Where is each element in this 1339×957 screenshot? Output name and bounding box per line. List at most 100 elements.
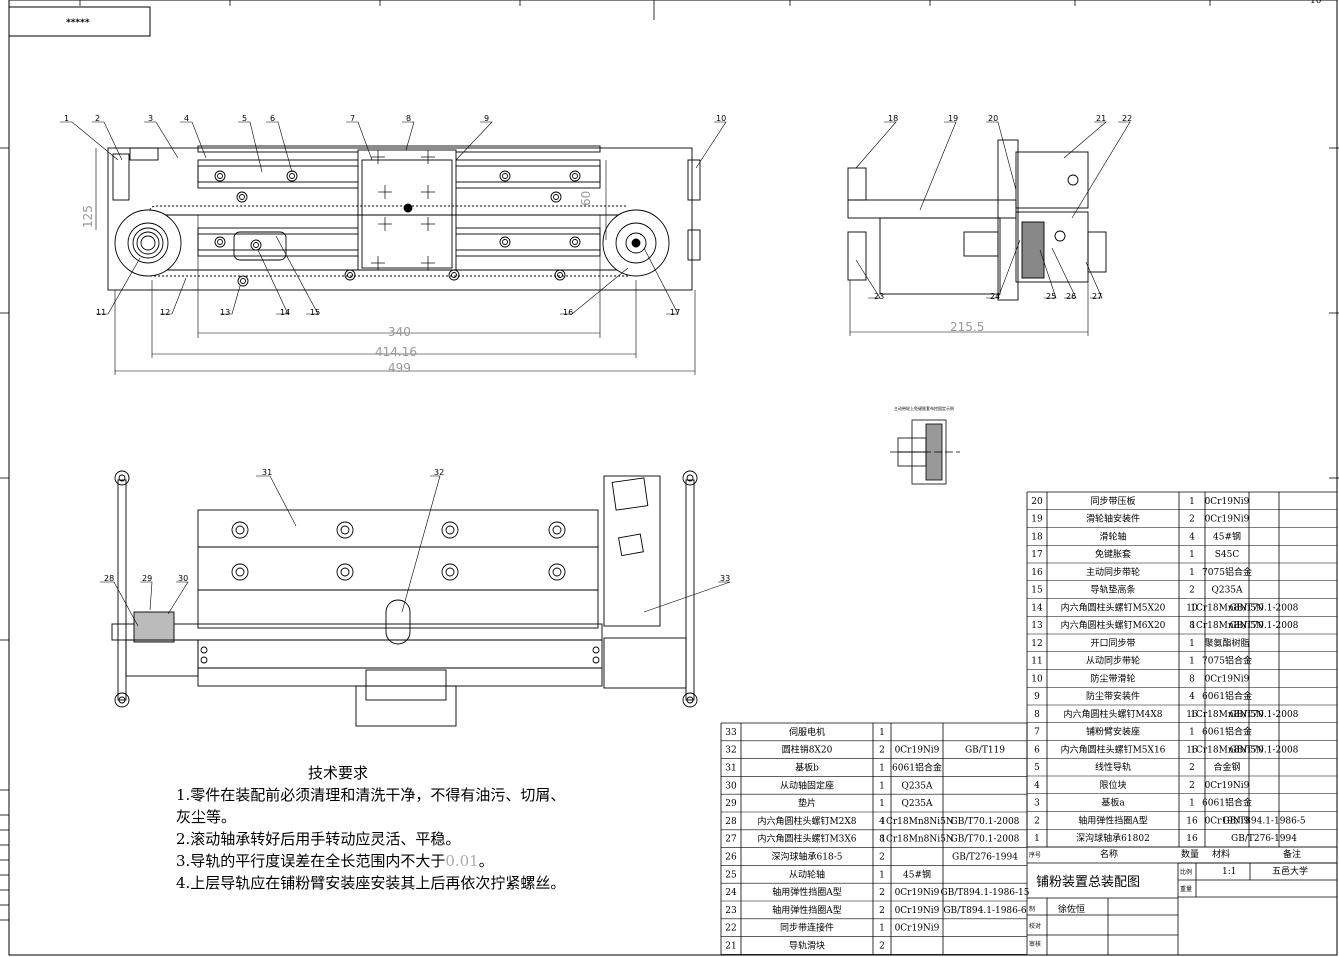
bom-left-cell: 基板b <box>795 762 819 774</box>
bom-right-cell: 19 <box>1031 515 1043 525</box>
title-block <box>1027 846 1337 955</box>
bom-right-cell: 2 <box>1189 515 1195 525</box>
bom-right-cell: 17 <box>1031 550 1043 560</box>
requirement-line-4-end: 。 <box>478 852 494 870</box>
bom-right-cell: 10 <box>1186 603 1198 613</box>
dim-414: 414.16 <box>375 345 417 359</box>
requirements-title: 技术要求 <box>308 764 369 782</box>
bom-left-cell: 2 <box>879 853 885 863</box>
callout-23: 23 <box>874 292 884 301</box>
bom-left-cell: 导轨滑块 <box>789 940 825 952</box>
bom-left-cell: 31 <box>725 764 736 774</box>
bom-right-cell: 15 <box>1031 586 1043 596</box>
bom-left-cell: Q235A <box>901 781 933 791</box>
header-mat: 材料 <box>1212 848 1230 860</box>
callout-11: 11 <box>96 308 106 317</box>
callout-10: 10 <box>716 114 726 123</box>
stamp-box: ***** <box>8 6 151 37</box>
bom-left-cell: 6061铝合金 <box>892 762 942 774</box>
bom-left-cell: GB/T894.1-1986-6 <box>943 906 1027 916</box>
bom-left-cell: 从动轴固定座 <box>780 779 834 791</box>
bom-left-cell: GB/T70.1-2008 <box>951 817 1020 827</box>
bom-left-cell: 轴用弹性挡圈A型 <box>772 886 842 898</box>
bom-left-cell: GB/T119 <box>965 746 1005 756</box>
bom-left-cell: 从动轮轴 <box>789 868 825 880</box>
bom-right-cell: 1Cr18Mn8Ni5N <box>1190 745 1264 755</box>
tolerance-value: 0.01 <box>445 852 479 870</box>
callout-33: 33 <box>720 574 730 583</box>
callout-15: 15 <box>310 308 320 317</box>
bom-right-cell: 1 <box>1189 728 1195 738</box>
bom-right-cell: 导轨垫高条 <box>1090 584 1135 596</box>
header-name: 名称 <box>1100 848 1118 860</box>
designer-name: 徐佐恒 <box>1058 903 1085 915</box>
callout-20: 20 <box>988 114 998 123</box>
callout-12: 12 <box>160 308 170 317</box>
bom-left-cell: 0Cr19Ni9 <box>895 906 940 916</box>
bom-right-cell: 0Cr19Ni9 <box>1205 816 1250 826</box>
bom-right-cell: 45#钢 <box>1213 530 1241 542</box>
bom-right-cell: 6061铝合金 <box>1202 690 1252 702</box>
bom-left-cell: 23 <box>725 906 737 916</box>
callout-30: 30 <box>178 574 188 583</box>
dim-340: 340 <box>388 325 411 339</box>
check-label: 校对 <box>1029 922 1041 930</box>
bom-right-cell: 16 <box>1186 834 1198 844</box>
bom-right-cell: 16 <box>1186 745 1198 755</box>
bom-right-cell: 滑轮轴安装件 <box>1086 513 1140 525</box>
bom-right-cell: 基板a <box>1101 797 1125 809</box>
bom-left-cell: 1 <box>879 764 885 774</box>
callout-17: 17 <box>670 308 680 317</box>
bom-right-cell: 滑轮轴 <box>1099 530 1126 542</box>
requirement-line-4-text: 3.导轨的平行度误差在全长范围内不大于 <box>176 852 446 870</box>
bom-left-cell: 0Cr19Ni9 <box>895 888 940 898</box>
bom-right-cell: 0Cr19Ni9 <box>1205 674 1250 684</box>
front-callout-leaders <box>60 121 727 315</box>
callout-8: 8 <box>406 114 411 123</box>
bom-right-cell: GB/T70.1-2008 <box>1230 745 1299 755</box>
side-view <box>847 121 1131 336</box>
bom-left-cell: 伺服电机 <box>789 726 825 738</box>
bom-right-cell: 8 <box>1034 710 1040 720</box>
scale-label: 比例 <box>1180 868 1192 876</box>
bom-right-cell: 16 <box>1031 568 1043 578</box>
callout-24: 24 <box>990 292 1000 301</box>
bom-right-cell: 20 <box>1031 497 1043 507</box>
bom-right-cell: 1 <box>1034 834 1040 844</box>
bom-right-cell: 限位块 <box>1099 779 1126 791</box>
bom-right-cell: 内六角圆柱头螺钉M5X20 <box>1061 601 1166 613</box>
bom-right-cell: 6 <box>1034 745 1040 755</box>
header-note: 备注 <box>1283 848 1301 860</box>
bom-right-cell: 防尘带安装件 <box>1086 690 1140 702</box>
bom-right-cell: 2 <box>1189 763 1195 773</box>
bom-right-cell: 免键胀套 <box>1095 548 1131 560</box>
callout-2: 2 <box>95 114 100 123</box>
requirement-line-4: 3.导轨的平行度误差在全长范围内不大于0.01。 <box>176 850 494 872</box>
bom-left-cell: 1 <box>879 728 885 738</box>
bom-left-cell: GB/T894.1-1986-15 <box>940 888 1029 898</box>
bom-right-cell: 5 <box>1034 763 1040 773</box>
bom-right-cell: 深沟球轴承61802 <box>1076 832 1150 844</box>
callout-9: 9 <box>484 114 489 123</box>
bom-right-cell: 0Cr19Ni9 <box>1205 781 1250 791</box>
callout-25: 25 <box>1046 292 1056 301</box>
detail-view <box>890 419 960 485</box>
dim-215: 215.5 <box>950 320 984 334</box>
bom-right-cell: GB/T276-1994 <box>1231 834 1297 844</box>
callout-13: 13 <box>220 308 230 317</box>
callout-32: 32 <box>434 468 444 477</box>
callout-19: 19 <box>948 114 958 123</box>
bom-right-cell: 8 <box>1189 621 1195 631</box>
bom-right-cell: 开口同步带 <box>1090 638 1135 649</box>
bom-right-cell: 4 <box>1189 692 1195 702</box>
stamp-text: ***** <box>66 18 90 28</box>
bom-left-cell: 28 <box>725 817 737 827</box>
bom-left-cell: 26 <box>725 853 737 863</box>
scale-value: 1:1 <box>1222 867 1236 877</box>
callout-29: 29 <box>142 574 152 583</box>
bom-left-cell: 垫片 <box>798 797 816 809</box>
bom-left-cell: 轴用弹性挡圈A型 <box>772 904 842 916</box>
